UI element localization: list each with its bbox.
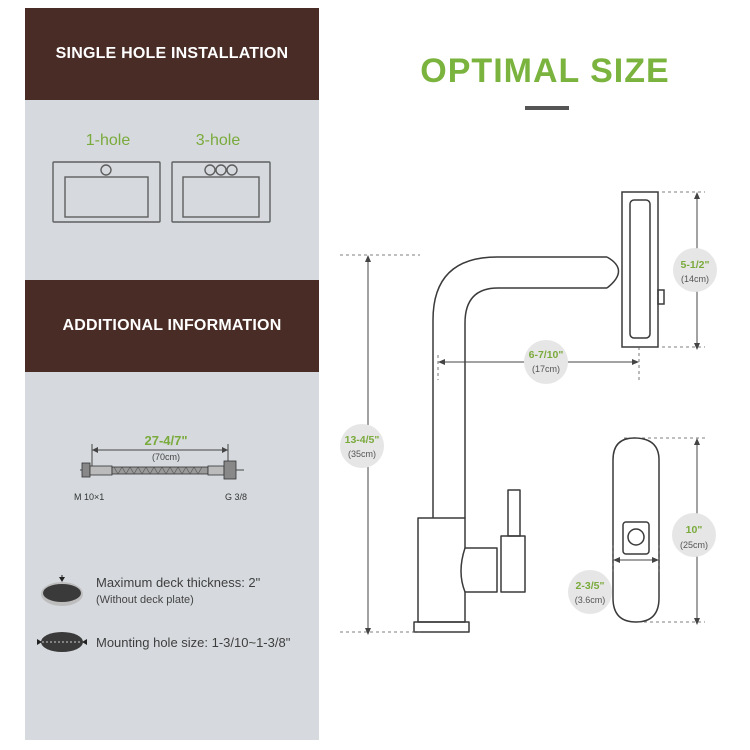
total-height-badge <box>340 424 384 468</box>
head-height-metric: (14cm) <box>680 274 709 284</box>
mounting-hole-text: Mounting hole size: 1-3/10~1-3/8" <box>96 635 291 650</box>
left-thread-label: M 10×1 <box>74 492 105 502</box>
reach-badge <box>524 340 568 384</box>
plate-length-metric: (25cm) <box>679 540 708 550</box>
spray-head <box>621 191 665 348</box>
right-thread-label: G 3/8 <box>225 492 248 502</box>
faucet-outline <box>413 256 620 633</box>
one-hole-label: 1-hole <box>85 132 131 149</box>
plate-width-metric: (3.6cm) <box>574 595 606 605</box>
plate-width-label: 2-3/5" <box>575 580 605 592</box>
dimension-badges <box>340 248 717 614</box>
three-hole-label: 3-hole <box>195 132 241 149</box>
deck-thickness-icon <box>41 575 83 606</box>
hose-length-metric-label: (70cm) <box>151 452 180 462</box>
plate-width-badge <box>568 570 612 614</box>
reach-metric: (17cm) <box>531 364 560 374</box>
one-hole-sink-icon <box>52 161 161 223</box>
deck-thickness-text: Maximum deck thickness: 2" <box>96 575 261 590</box>
mounting-hole-icon <box>37 632 87 652</box>
hose-length-label: 27-4/7" <box>144 433 188 448</box>
deck-plate <box>612 437 660 623</box>
plate-length-badge <box>672 513 716 557</box>
reach-label: 6-7/10" <box>528 349 564 361</box>
single-hole-installation-title: SINGLE HOLE INSTALLATION <box>55 45 289 62</box>
three-hole-sink-icon <box>171 161 271 223</box>
single-hole-installation-header: SINGLE HOLE INSTALLATION <box>25 8 319 100</box>
left-info-panel <box>25 8 319 740</box>
total-height-metric: (35cm) <box>347 449 376 459</box>
hose-diagram <box>80 444 244 480</box>
optimal-size-title: OPTIMAL SIZE <box>420 52 670 90</box>
additional-information-header: ADDITIONAL INFORMATION <box>25 280 319 372</box>
head-height-badge <box>673 248 717 292</box>
total-height-label: 13-4/5" <box>344 434 380 446</box>
head-height-label: 5-1/2" <box>680 259 710 271</box>
title-underline <box>525 106 569 110</box>
plate-length-label: 10" <box>685 524 703 536</box>
additional-information-title: ADDITIONAL INFORMATION <box>62 317 282 334</box>
deck-thickness-note: (Without deck plate) <box>96 594 194 606</box>
